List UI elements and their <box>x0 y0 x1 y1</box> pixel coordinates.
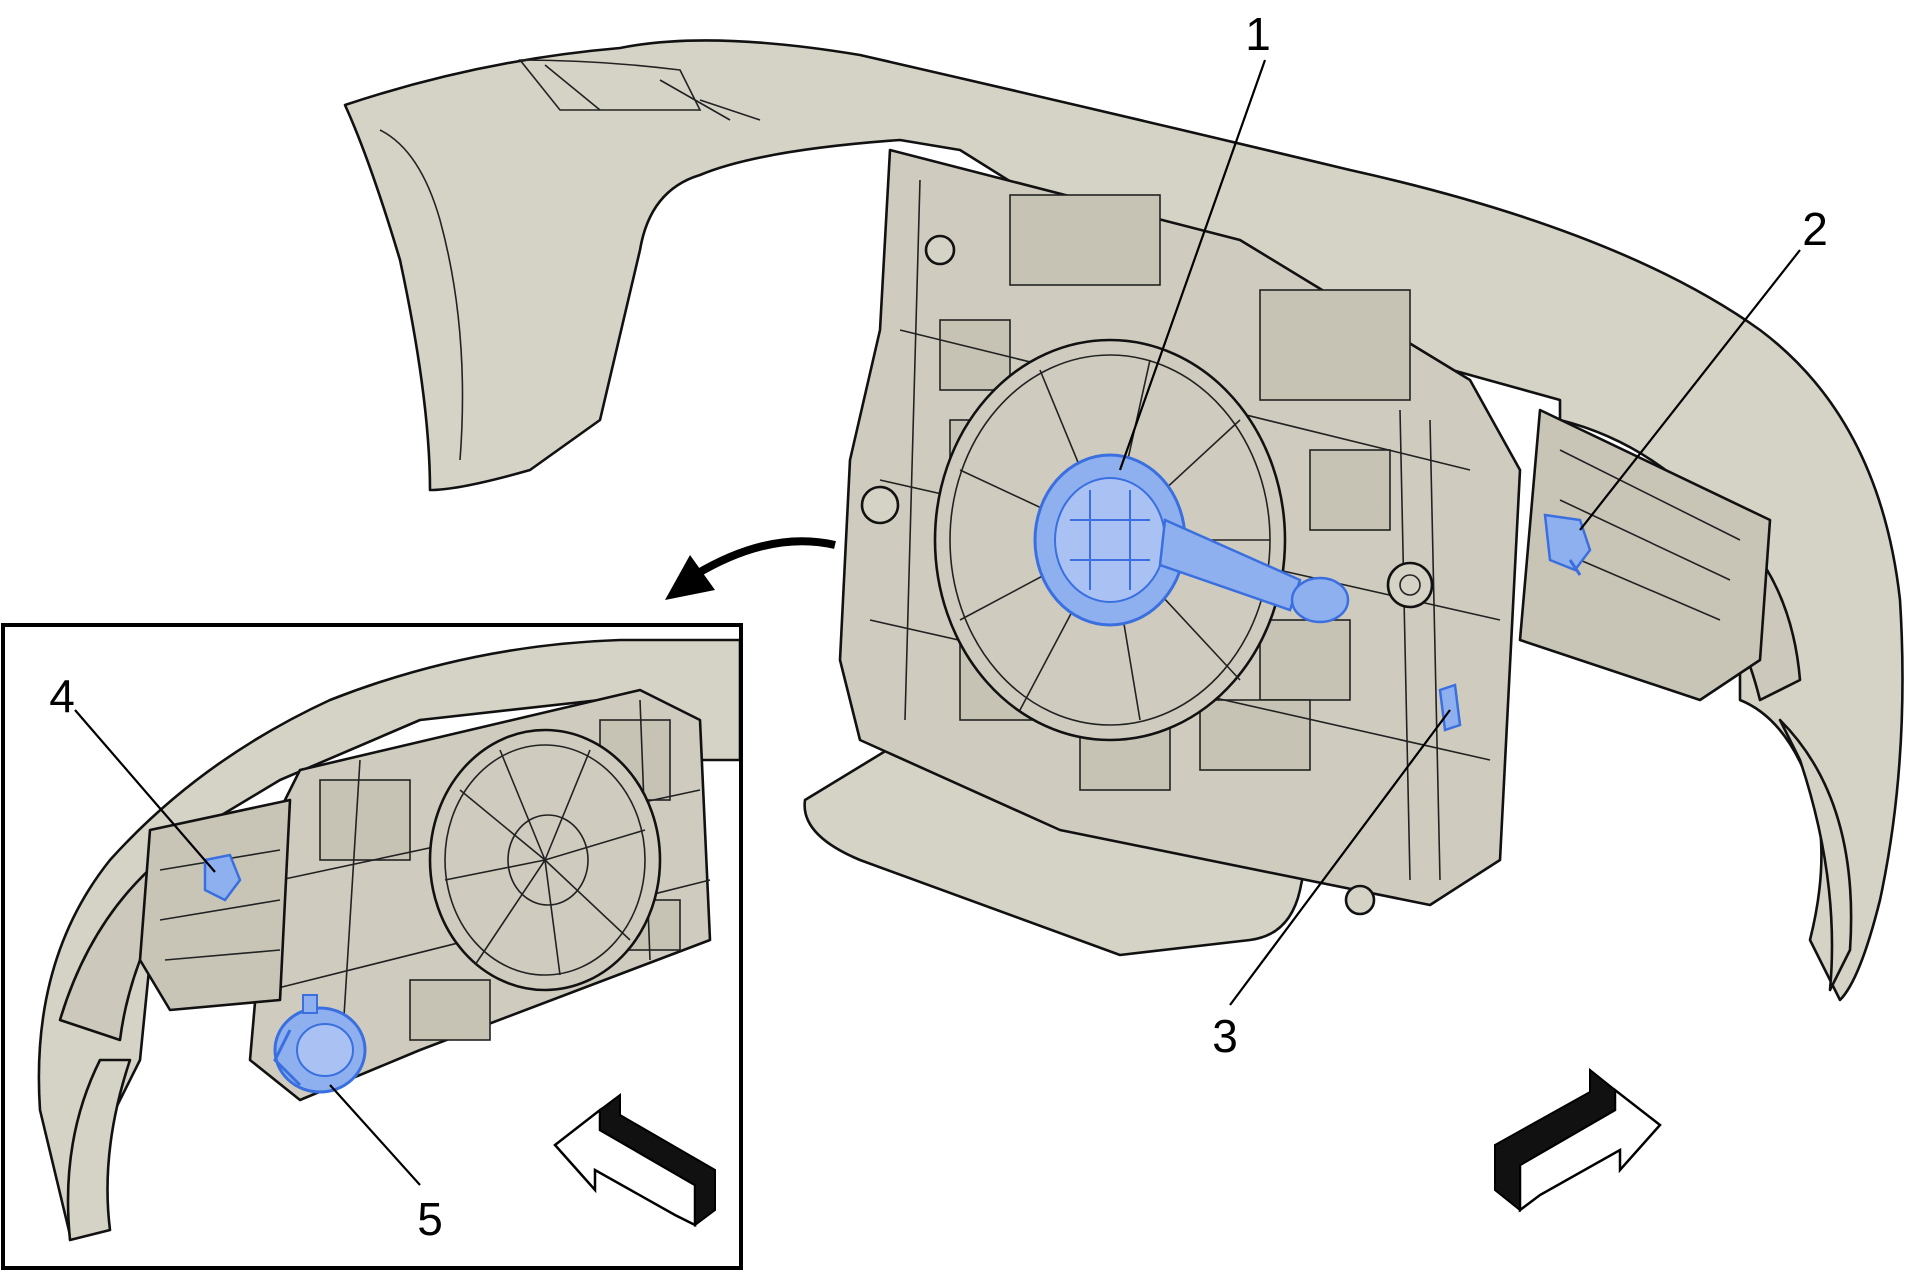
ambient-sensor-right <box>1543 513 1592 576</box>
inset-ambient-sensor <box>203 853 242 902</box>
inset-forward-arrow-icon <box>553 1093 716 1228</box>
inset-view: 4 5 <box>1 623 743 1270</box>
callout-1: 1 <box>1245 8 1271 60</box>
cooling-fan-motor <box>1033 453 1350 627</box>
fascia-inner-panel <box>379 129 464 461</box>
inset-horn-actuator <box>273 994 367 1094</box>
forward-arrow-icon <box>1494 1067 1662 1213</box>
front-bumper-fascia <box>343 39 1904 1002</box>
frame-mount-bosses <box>860 234 1434 916</box>
callout-4: 4 <box>49 670 75 722</box>
inset-bumper-fascia <box>37 638 739 1237</box>
callout-3: 3 <box>1212 1010 1238 1062</box>
main-view: 1 2 3 <box>343 8 1904 1213</box>
callout-5: 5 <box>417 1193 443 1245</box>
curved-arrow-icon <box>665 537 836 600</box>
callout-2: 2 <box>1802 203 1828 255</box>
coolant-sensor-connector <box>1438 683 1462 732</box>
air-duct-right <box>1518 408 1772 702</box>
